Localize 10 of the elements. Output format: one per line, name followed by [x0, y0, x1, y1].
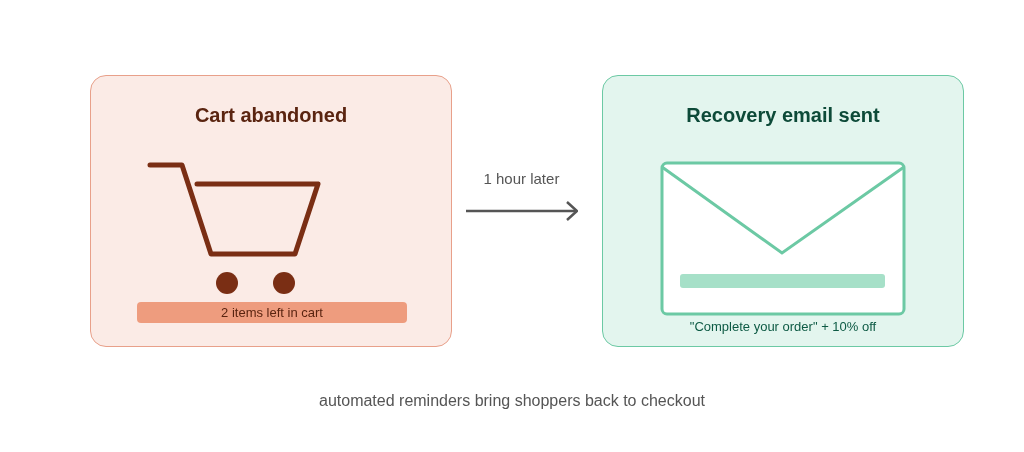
- edge-label: 1 hour later: [483, 170, 560, 187]
- stage-card: [602, 75, 964, 347]
- card-title: Recovery email sent: [685, 104, 881, 127]
- arrow: [466, 200, 579, 222]
- status-bar: [137, 302, 407, 323]
- status-text: 2 items left in cart: [220, 305, 324, 320]
- card-title: Cart abandoned: [193, 104, 349, 127]
- offer-text: "Complete your order" + 10% off: [688, 319, 878, 334]
- stage-card: [90, 75, 452, 347]
- caption: automated reminders bring shoppers back to checkout: [318, 392, 706, 410]
